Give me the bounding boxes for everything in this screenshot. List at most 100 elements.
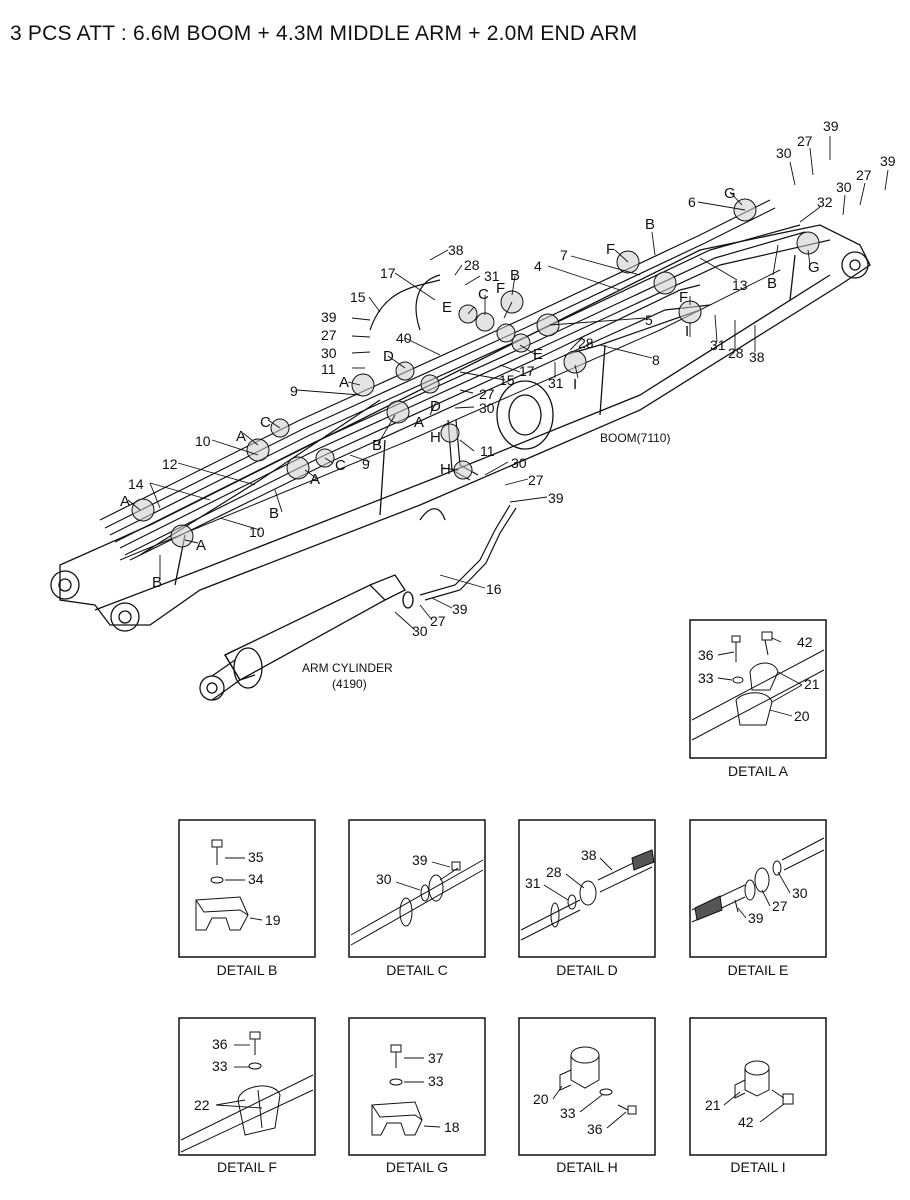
boom-inner-line bbox=[119, 269, 781, 561]
boom-lower-edge bbox=[94, 274, 831, 611]
boom-pin-1 bbox=[50, 570, 80, 600]
boom-foot-pin bbox=[841, 251, 869, 279]
callout: 8 bbox=[652, 352, 660, 368]
detail-markers bbox=[131, 198, 820, 548]
svg-text:33: 33 bbox=[428, 1073, 444, 1089]
svg-text:39: 39 bbox=[748, 910, 764, 926]
arm-cylinder bbox=[199, 574, 414, 701]
callout: 10 bbox=[249, 524, 265, 540]
svg-text:33: 33 bbox=[560, 1105, 576, 1121]
svg-text:21: 21 bbox=[804, 676, 820, 692]
callout: 28 bbox=[728, 345, 744, 361]
svg-text:22: 22 bbox=[194, 1097, 210, 1113]
svg-text:21: 21 bbox=[705, 1097, 721, 1113]
callout: 27 bbox=[856, 167, 872, 183]
callout: E bbox=[533, 346, 543, 363]
callout: 11 bbox=[480, 443, 495, 459]
svg-text:34: 34 bbox=[248, 871, 264, 887]
callout: 28 bbox=[578, 335, 594, 351]
detail-g: 37 33 18 DETAIL G bbox=[348, 1017, 486, 1175]
page-title: 3 PCS ATT : 6.6M BOOM + 4.3M MIDDLE ARM … bbox=[10, 22, 638, 45]
callout: 38 bbox=[448, 242, 464, 258]
callout: 9 bbox=[362, 456, 370, 472]
boom-pin-2-inner bbox=[118, 610, 132, 624]
callout: B bbox=[372, 437, 382, 454]
leader-lines bbox=[127, 136, 889, 631]
callout: 4 bbox=[534, 258, 542, 274]
svg-text:42: 42 bbox=[738, 1114, 754, 1130]
svg-text:30: 30 bbox=[376, 871, 392, 887]
callout: A bbox=[414, 414, 424, 431]
callout: 17 bbox=[380, 265, 396, 281]
svg-text:36: 36 bbox=[212, 1036, 228, 1052]
callout: 15 bbox=[350, 289, 366, 305]
detail-i-title: DETAIL I bbox=[730, 1159, 785, 1175]
callout: 39 bbox=[880, 153, 896, 169]
svg-text:19: 19 bbox=[265, 912, 281, 928]
callout: C bbox=[260, 414, 271, 431]
callout: G bbox=[808, 259, 820, 276]
callout: 27 bbox=[430, 613, 446, 629]
svg-text:36: 36 bbox=[587, 1121, 603, 1137]
callout: B bbox=[767, 275, 777, 292]
callout: 30 bbox=[836, 179, 852, 195]
callout: 17 bbox=[519, 363, 535, 379]
detail-f: 36 33 22 DETAIL F bbox=[178, 1017, 316, 1175]
boom-boss-inner bbox=[508, 394, 542, 436]
detail-e: 30 27 39 DETAIL E bbox=[689, 819, 827, 978]
callout: 12 bbox=[162, 456, 178, 472]
detail-i: 21 42 DETAIL I bbox=[689, 1017, 827, 1175]
svg-text:18: 18 bbox=[444, 1119, 460, 1135]
detail-h: 20 33 36 DETAIL H bbox=[518, 1017, 656, 1175]
svg-text:28: 28 bbox=[546, 864, 562, 880]
callout: 15 bbox=[499, 372, 515, 388]
callout: 30 bbox=[511, 455, 527, 471]
callout: A bbox=[310, 471, 320, 488]
callout: 27 bbox=[479, 386, 495, 402]
callout: 38 bbox=[749, 349, 765, 365]
detail-g-title: DETAIL G bbox=[386, 1159, 448, 1175]
boom-drawing bbox=[50, 224, 871, 632]
callout: 31 bbox=[548, 375, 564, 391]
callout: B bbox=[510, 267, 520, 284]
callout: H bbox=[440, 461, 451, 478]
boom-boss bbox=[496, 380, 554, 450]
callout: C bbox=[335, 457, 346, 474]
callout: G bbox=[724, 185, 736, 202]
callout: A bbox=[339, 374, 349, 391]
detail-a-title: DETAIL A bbox=[728, 763, 789, 779]
boom-pin-1-inner bbox=[58, 578, 72, 592]
callout: 40 bbox=[396, 330, 412, 346]
svg-text:38: 38 bbox=[581, 847, 597, 863]
callout: C bbox=[478, 286, 489, 303]
detail-e-title: DETAIL E bbox=[728, 962, 789, 978]
svg-text:42: 42 bbox=[797, 634, 813, 650]
callout: 10 bbox=[195, 433, 211, 449]
svg-text:30: 30 bbox=[792, 885, 808, 901]
svg-text:36: 36 bbox=[698, 647, 714, 663]
callout: B bbox=[645, 216, 655, 233]
callout: I bbox=[573, 376, 577, 393]
callout: D bbox=[383, 348, 394, 365]
callout: 11 bbox=[321, 361, 336, 377]
callout: 31 bbox=[484, 268, 500, 284]
callout: A bbox=[196, 537, 206, 554]
callout: 39 bbox=[548, 490, 564, 506]
callout: 31 bbox=[710, 337, 726, 353]
hose-bundle bbox=[99, 199, 831, 601]
callout: 30 bbox=[321, 345, 337, 361]
callout: B bbox=[152, 574, 162, 591]
callout: 27 bbox=[528, 472, 544, 488]
svg-text:33: 33 bbox=[212, 1058, 228, 1074]
callout: 30 bbox=[412, 623, 428, 639]
callout: F bbox=[679, 289, 688, 306]
svg-text:20: 20 bbox=[533, 1091, 549, 1107]
callout: A bbox=[236, 428, 246, 445]
callout: B bbox=[269, 505, 279, 522]
svg-text:39: 39 bbox=[412, 852, 428, 868]
callout: 30 bbox=[776, 145, 792, 161]
callout: 32 bbox=[817, 194, 833, 210]
boom-foot-pin-inner bbox=[849, 259, 861, 271]
detail-b: 35 34 19 DETAIL B bbox=[178, 819, 316, 978]
